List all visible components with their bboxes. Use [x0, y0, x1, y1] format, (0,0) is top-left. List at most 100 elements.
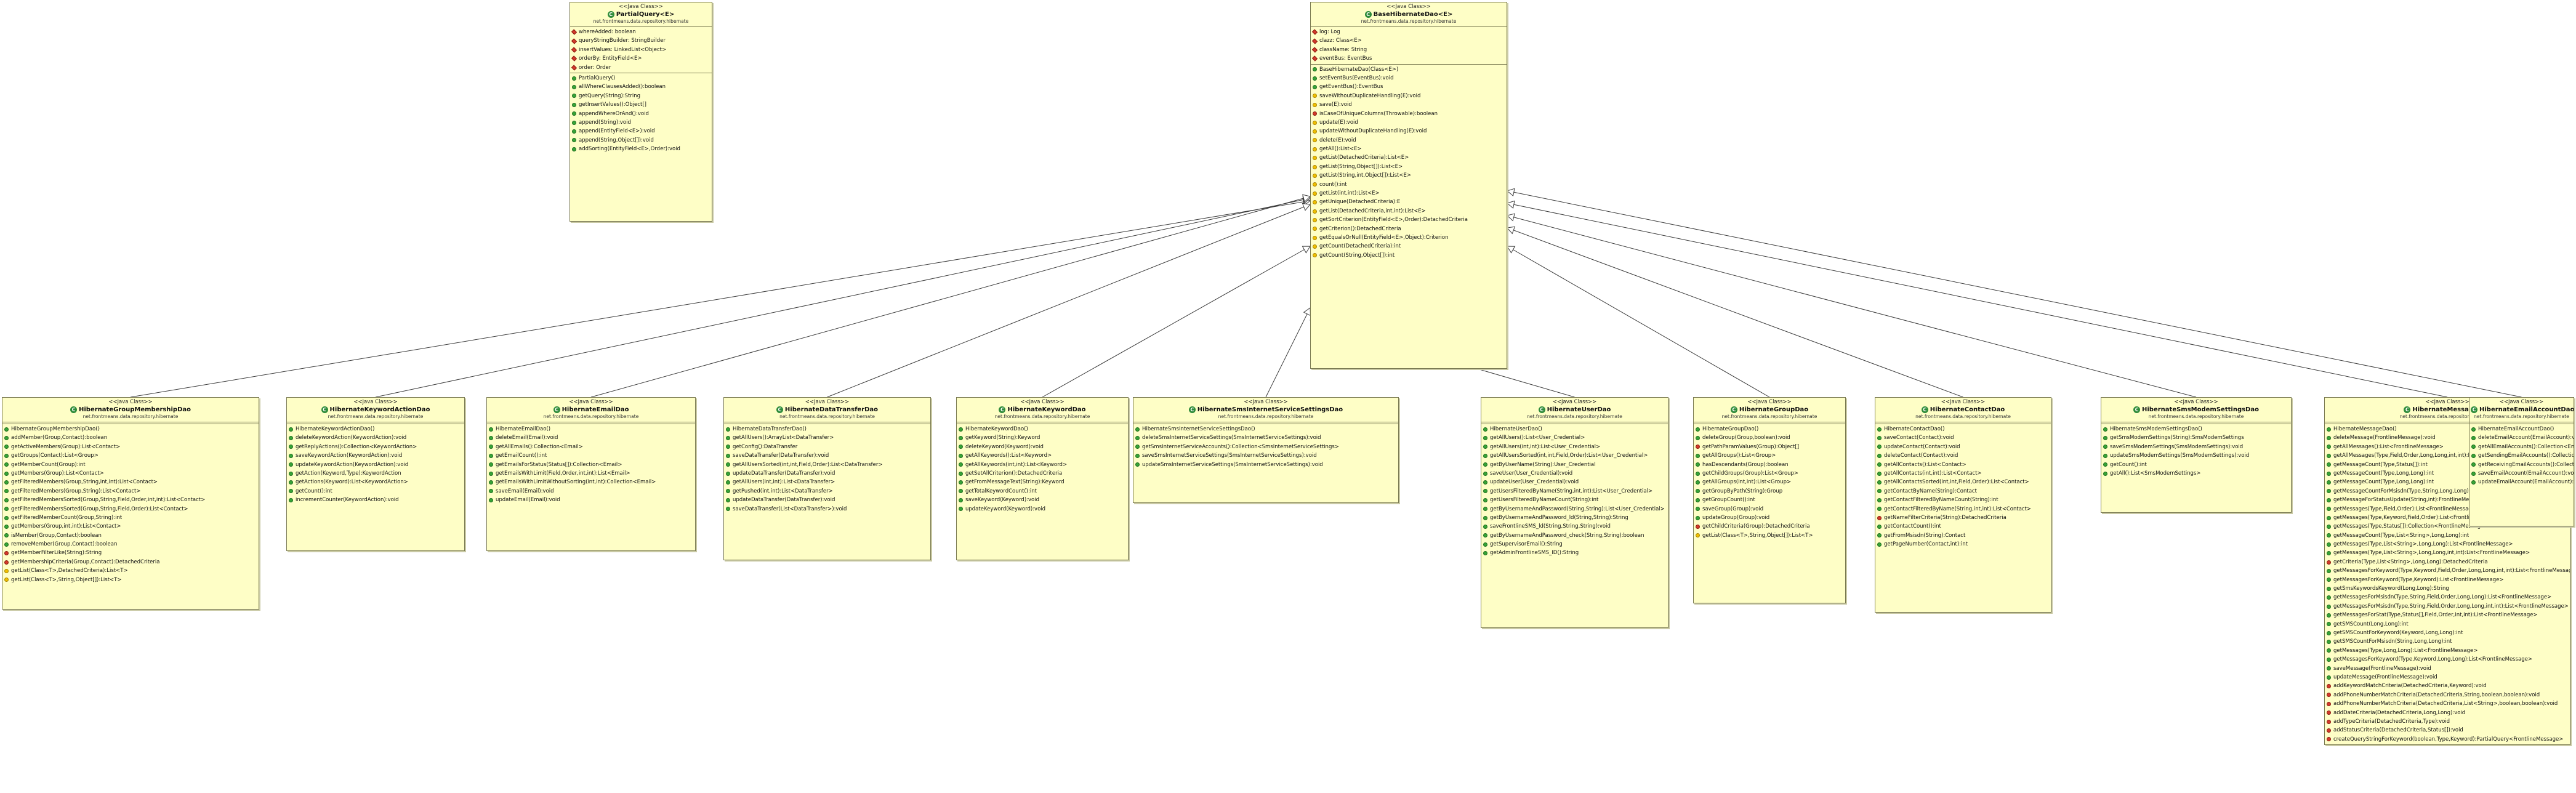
- method-row[interactable]: getSupervisorEmail():String: [1481, 540, 1668, 549]
- method-row[interactable]: getSmsModemSettings(String):SmsModemSett…: [2101, 433, 2291, 442]
- method-row[interactable]: addKeywordMatchCriteria(DetachedCriteria…: [2325, 682, 2570, 690]
- method-row[interactable]: HibernateKeywordActionDao(): [287, 425, 464, 433]
- method-row[interactable]: PartialQuery(): [570, 74, 712, 83]
- method-row[interactable]: getFromMessageText(String):Keyword: [957, 478, 1128, 486]
- method-row[interactable]: getMessages(Type,Keyword,Field,Order):Li…: [2325, 513, 2570, 522]
- field-row[interactable]: className: String: [1311, 46, 1507, 54]
- method-row[interactable]: getPushed(int,int):List<DataTransfer>: [724, 487, 930, 496]
- method-row[interactable]: getAllEmails():Collection<Email>: [487, 443, 695, 451]
- method-row[interactable]: updateWithoutDuplicateHandling(E):void: [1311, 127, 1507, 135]
- method-row[interactable]: HibernateGroupMembershipDao(): [2, 425, 259, 433]
- method-row[interactable]: getList(String,Object[]):List<E>: [1311, 163, 1507, 171]
- method-row[interactable]: getAllKeywords():List<Keyword>: [957, 451, 1128, 460]
- method-row[interactable]: deleteEmailAccount(EmailAccount):void: [2469, 433, 2574, 442]
- method-row[interactable]: getConfig():DataTransfer: [724, 443, 930, 451]
- method-row[interactable]: updateGroup(Group):void: [1694, 513, 1845, 522]
- method-row[interactable]: getMessages(Type,List<String>,Long,Long)…: [2325, 540, 2570, 549]
- method-row[interactable]: getAll():List<E>: [1311, 145, 1507, 153]
- method-row[interactable]: getAllKeywords(int,int):List<Keyword>: [957, 461, 1128, 469]
- method-row[interactable]: getSMSCountForKeyword(Keyword,Long,Long)…: [2325, 629, 2570, 637]
- method-row[interactable]: updateKeywordAction(KeywordAction):void: [287, 461, 464, 469]
- method-row[interactable]: deleteContact(Contact):void: [1875, 451, 2051, 460]
- method-row[interactable]: append(String):void: [570, 118, 712, 127]
- method-row[interactable]: HibernateGroupDao(): [1694, 425, 1845, 433]
- method-row[interactable]: getAllEmailAccounts():Collection<EmailAc…: [2469, 443, 2574, 451]
- method-row[interactable]: getUsersFilteredByName(String,int,int):L…: [1481, 487, 1668, 496]
- method-row[interactable]: updateMessage(FrontlineMessage):void: [2325, 673, 2570, 682]
- method-row[interactable]: removeMember(Group,Contact):boolean: [2, 540, 259, 549]
- method-row[interactable]: appendWhereOrAnd():void: [570, 110, 712, 118]
- method-row[interactable]: HibernateSmsInternetServiceSettingsDao(): [1133, 425, 1398, 433]
- method-row[interactable]: getReplyActions():Collection<KeywordActi…: [287, 443, 464, 451]
- method-row[interactable]: saveGroup(Group):void: [1694, 505, 1845, 513]
- method-row[interactable]: HibernateContactDao(): [1875, 425, 2051, 433]
- method-row[interactable]: updateSmsInternetServiceSettings(SmsInte…: [1133, 461, 1398, 469]
- method-row[interactable]: getByUsernameAndPassword(String,String):…: [1481, 505, 1668, 513]
- method-row[interactable]: getFilteredMembersSorted(Group,String,Fi…: [2, 505, 259, 513]
- method-row[interactable]: HibernateMessageDao(): [2325, 425, 2570, 433]
- method-row[interactable]: updateEmail(Email):void: [487, 496, 695, 504]
- method-row[interactable]: getMessageCount(Type,Long,Long):int: [2325, 469, 2570, 478]
- method-row[interactable]: getUnique(DetachedCriteria):E: [1311, 198, 1507, 206]
- method-row[interactable]: getMessages(Type,Field,Order):List<Front…: [2325, 505, 2570, 513]
- method-row[interactable]: saveUser(User_Credential):void: [1481, 469, 1668, 478]
- method-row[interactable]: getAllContacts(int,int):List<Contact>: [1875, 469, 2051, 478]
- method-row[interactable]: saveWithoutDuplicateHandling(E):void: [1311, 92, 1507, 100]
- method-row[interactable]: getContactCount():int: [1875, 522, 2051, 531]
- method-row[interactable]: getCriteria(Type,List<String>,Long,Long)…: [2325, 558, 2570, 566]
- method-row[interactable]: getEmailsWithLimitWithoutSorting(int,int…: [487, 478, 695, 486]
- method-row[interactable]: getNameFilterCriteria(String):DetachedCr…: [1875, 513, 2051, 522]
- method-row[interactable]: getCount(DetachedCriteria):int: [1311, 242, 1507, 251]
- method-row[interactable]: getGroupByPath(String):Group: [1694, 487, 1845, 496]
- method-row[interactable]: getEqualsOrNull(EntityField<E>,Object):C…: [1311, 233, 1507, 242]
- field-row[interactable]: queryStringBuilder: StringBuilder: [570, 36, 712, 45]
- method-row[interactable]: getCount(String,Object[]):int: [1311, 251, 1507, 260]
- method-row[interactable]: setEventBus(EventBus):void: [1311, 74, 1507, 83]
- method-row[interactable]: getGroupCount():int: [1694, 496, 1845, 504]
- method-row[interactable]: getUsersFilteredByNameCount(String):int: [1481, 496, 1668, 504]
- method-row[interactable]: updateDataTransfer(DataTransfer):void: [724, 469, 930, 478]
- method-row[interactable]: getKeyword(String):Keyword: [957, 433, 1128, 442]
- method-row[interactable]: getActiveMembers(Group):List<Contact>: [2, 443, 259, 451]
- method-row[interactable]: getByUserName(String):User_Credential: [1481, 461, 1668, 469]
- method-row[interactable]: getFilteredMemberCount(Group,String):int: [2, 513, 259, 522]
- method-row[interactable]: getAllContacts():List<Contact>: [1875, 461, 2051, 469]
- method-row[interactable]: getContactByName(String):Contact: [1875, 487, 2051, 496]
- method-row[interactable]: getAllUsersSorted(int,int,Field,Order):L…: [724, 461, 930, 469]
- method-row[interactable]: saveDataTransfer(DataTransfer):void: [724, 451, 930, 460]
- method-row[interactable]: getMessageCount(Type,Long,Long):int: [2325, 478, 2570, 486]
- method-row[interactable]: getAll():List<SmsModemSettings>: [2101, 469, 2291, 478]
- method-row[interactable]: getFilteredMembers(Group,String):List<Co…: [2, 487, 259, 496]
- method-row[interactable]: getByUsernameAndPassword_check(String,St…: [1481, 531, 1668, 540]
- field-row[interactable]: orderBy: EntityField<E>: [570, 54, 712, 63]
- method-row[interactable]: addPhoneNumberMatchCriteria(DetachedCrit…: [2325, 691, 2570, 699]
- method-row[interactable]: getList(int,int):List<E>: [1311, 189, 1507, 198]
- method-row[interactable]: getSendingEmailAccounts():Collection<Ema…: [2469, 451, 2574, 460]
- method-row[interactable]: getMemberCount(Group):int: [2, 461, 259, 469]
- method-row[interactable]: getSMSCountForMsisdn(String,Long,Long):i…: [2325, 637, 2570, 646]
- method-row[interactable]: getAllGroups(int,int):List<Group>: [1694, 478, 1845, 486]
- method-row[interactable]: update(E):void: [1311, 118, 1507, 127]
- method-row[interactable]: getAllGroups():List<Group>: [1694, 451, 1845, 460]
- method-row[interactable]: getPathParamValues(Group):Object[]: [1694, 443, 1845, 451]
- method-row[interactable]: getList(DetachedCriteria):List<E>: [1311, 153, 1507, 162]
- method-row[interactable]: getActions(Keyword):List<KeywordAction>: [287, 478, 464, 486]
- method-row[interactable]: deleteKeywordAction(KeywordAction):void: [287, 433, 464, 442]
- method-row[interactable]: getMessageForStatusUpdate(String,int):Fr…: [2325, 496, 2570, 504]
- method-row[interactable]: delete(E):void: [1311, 136, 1507, 145]
- method-row[interactable]: getInsertValues():Object[]: [570, 100, 712, 109]
- method-row[interactable]: HibernateUserDao(): [1481, 425, 1668, 433]
- method-row[interactable]: saveFrontlineSMS_ld(String,String,String…: [1481, 522, 1668, 531]
- method-row[interactable]: getCount():int: [287, 487, 464, 496]
- method-row[interactable]: HibernateKeywordDao(): [957, 425, 1128, 433]
- method-row[interactable]: getMessagesForMsisdn(Type,String,Field,O…: [2325, 602, 2570, 611]
- method-row[interactable]: getContactFilteredByNameCount(String):in…: [1875, 496, 2051, 504]
